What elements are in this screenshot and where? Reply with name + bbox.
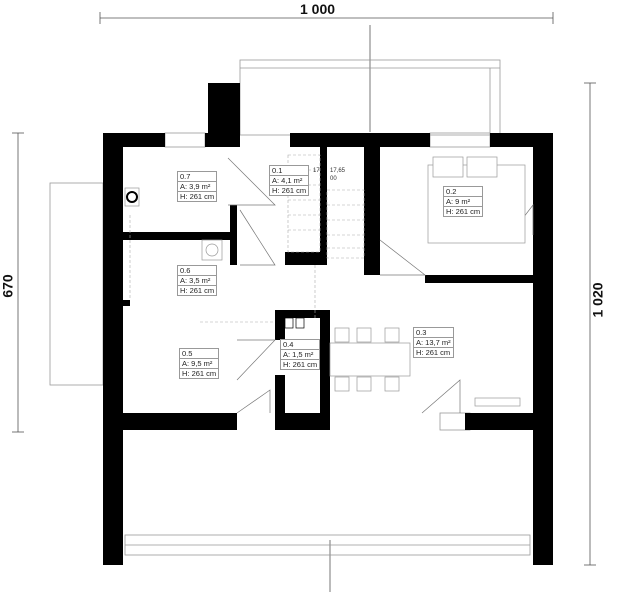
stair-note-a: 17 — [313, 168, 320, 174]
room-label-0-5: 0.5 A: 9,5 m² H: 261 cm — [179, 348, 220, 379]
room-label-0-2: 0.2 A: 9 m² H: 261 cm — [443, 186, 484, 217]
room-area: A: 4,1 m² — [270, 176, 309, 186]
room-area: A: 1,5 m² — [281, 350, 320, 360]
room-label-0-1: 0.1 A: 4,1 m² H: 261 cm — [269, 165, 310, 196]
stair-note-c: 00 — [330, 176, 337, 182]
room-height: H: 261 cm — [416, 348, 451, 357]
room-area: A: 13,7 m² — [414, 338, 453, 348]
room-area: A: 3,9 m² — [178, 182, 217, 192]
dimension-right: 1 020 — [589, 282, 606, 318]
room-height: H: 261 cm — [182, 369, 217, 378]
room-id: 0.6 — [178, 266, 217, 276]
dimension-left: 670 — [0, 274, 16, 298]
dimension-top: 1 000 — [300, 1, 336, 17]
room-area: A: 9 m² — [444, 197, 483, 207]
walls — [103, 83, 553, 565]
room-id: 0.5 — [180, 349, 219, 359]
room-id: 0.2 — [444, 187, 483, 197]
room-id: 0.3 — [414, 328, 453, 338]
room-height: H: 261 cm — [446, 207, 481, 216]
room-height: H: 261 cm — [272, 186, 307, 195]
room-id: 0.7 — [178, 172, 217, 182]
room-height: H: 261 cm — [180, 286, 215, 295]
room-id: 0.1 — [270, 166, 309, 176]
room-label-0-7: 0.7 A: 3,9 m² H: 261 cm — [177, 171, 218, 202]
room-label-0-4: 0.4 A: 1,5 m² H: 261 cm — [280, 339, 321, 370]
room-height: H: 261 cm — [283, 360, 318, 369]
stair-note-b: 17,65 — [330, 168, 346, 174]
room-area: A: 9,5 m² — [180, 359, 219, 369]
room-id: 0.4 — [281, 340, 320, 350]
door-swings — [227, 157, 534, 414]
dimension-lines — [12, 12, 596, 592]
room-area: A: 3,5 m² — [178, 276, 217, 286]
room-label-0-6: 0.6 A: 3,5 m² H: 261 cm — [177, 265, 218, 296]
room-height: H: 261 cm — [180, 192, 215, 201]
room-label-0-3: 0.3 A: 13,7 m² H: 261 cm — [413, 327, 454, 358]
dining-table — [329, 342, 411, 377]
